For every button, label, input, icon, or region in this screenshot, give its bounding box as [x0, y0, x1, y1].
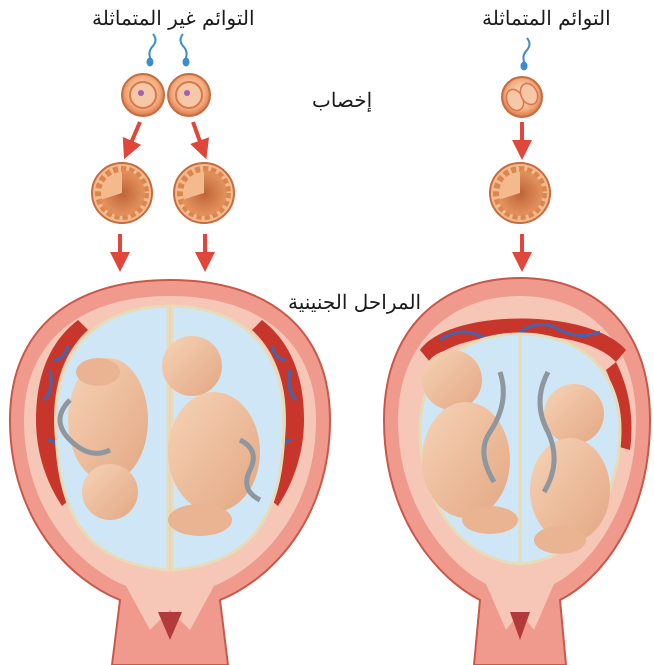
- label-embryonic-stages: المراحل الجنينية: [288, 292, 421, 312]
- arrow-fraternal-left-1: [128, 122, 140, 150]
- uterus-identical: [384, 278, 650, 665]
- sperm-icon-identical: [522, 38, 530, 70]
- label-fertilization: إخصاب: [312, 90, 372, 110]
- egg-identical-dividing: [502, 77, 542, 117]
- sperm-icon-fraternal-right: [181, 34, 189, 66]
- morula-fraternal-right: [174, 163, 234, 223]
- label-fraternal-twins: التوائم غير المتماثلة: [92, 8, 255, 28]
- morula-fraternal-left: [92, 163, 152, 223]
- egg-fraternal-left: [122, 74, 164, 116]
- uterus-fraternal: [10, 280, 330, 665]
- label-identical-twins: التوائم المتماثلة: [482, 8, 611, 28]
- morula-identical: [490, 163, 550, 223]
- sperm-icon-fraternal-left: [148, 34, 156, 66]
- egg-fraternal-right: [168, 74, 210, 116]
- arrow-fraternal-right-1: [193, 122, 203, 150]
